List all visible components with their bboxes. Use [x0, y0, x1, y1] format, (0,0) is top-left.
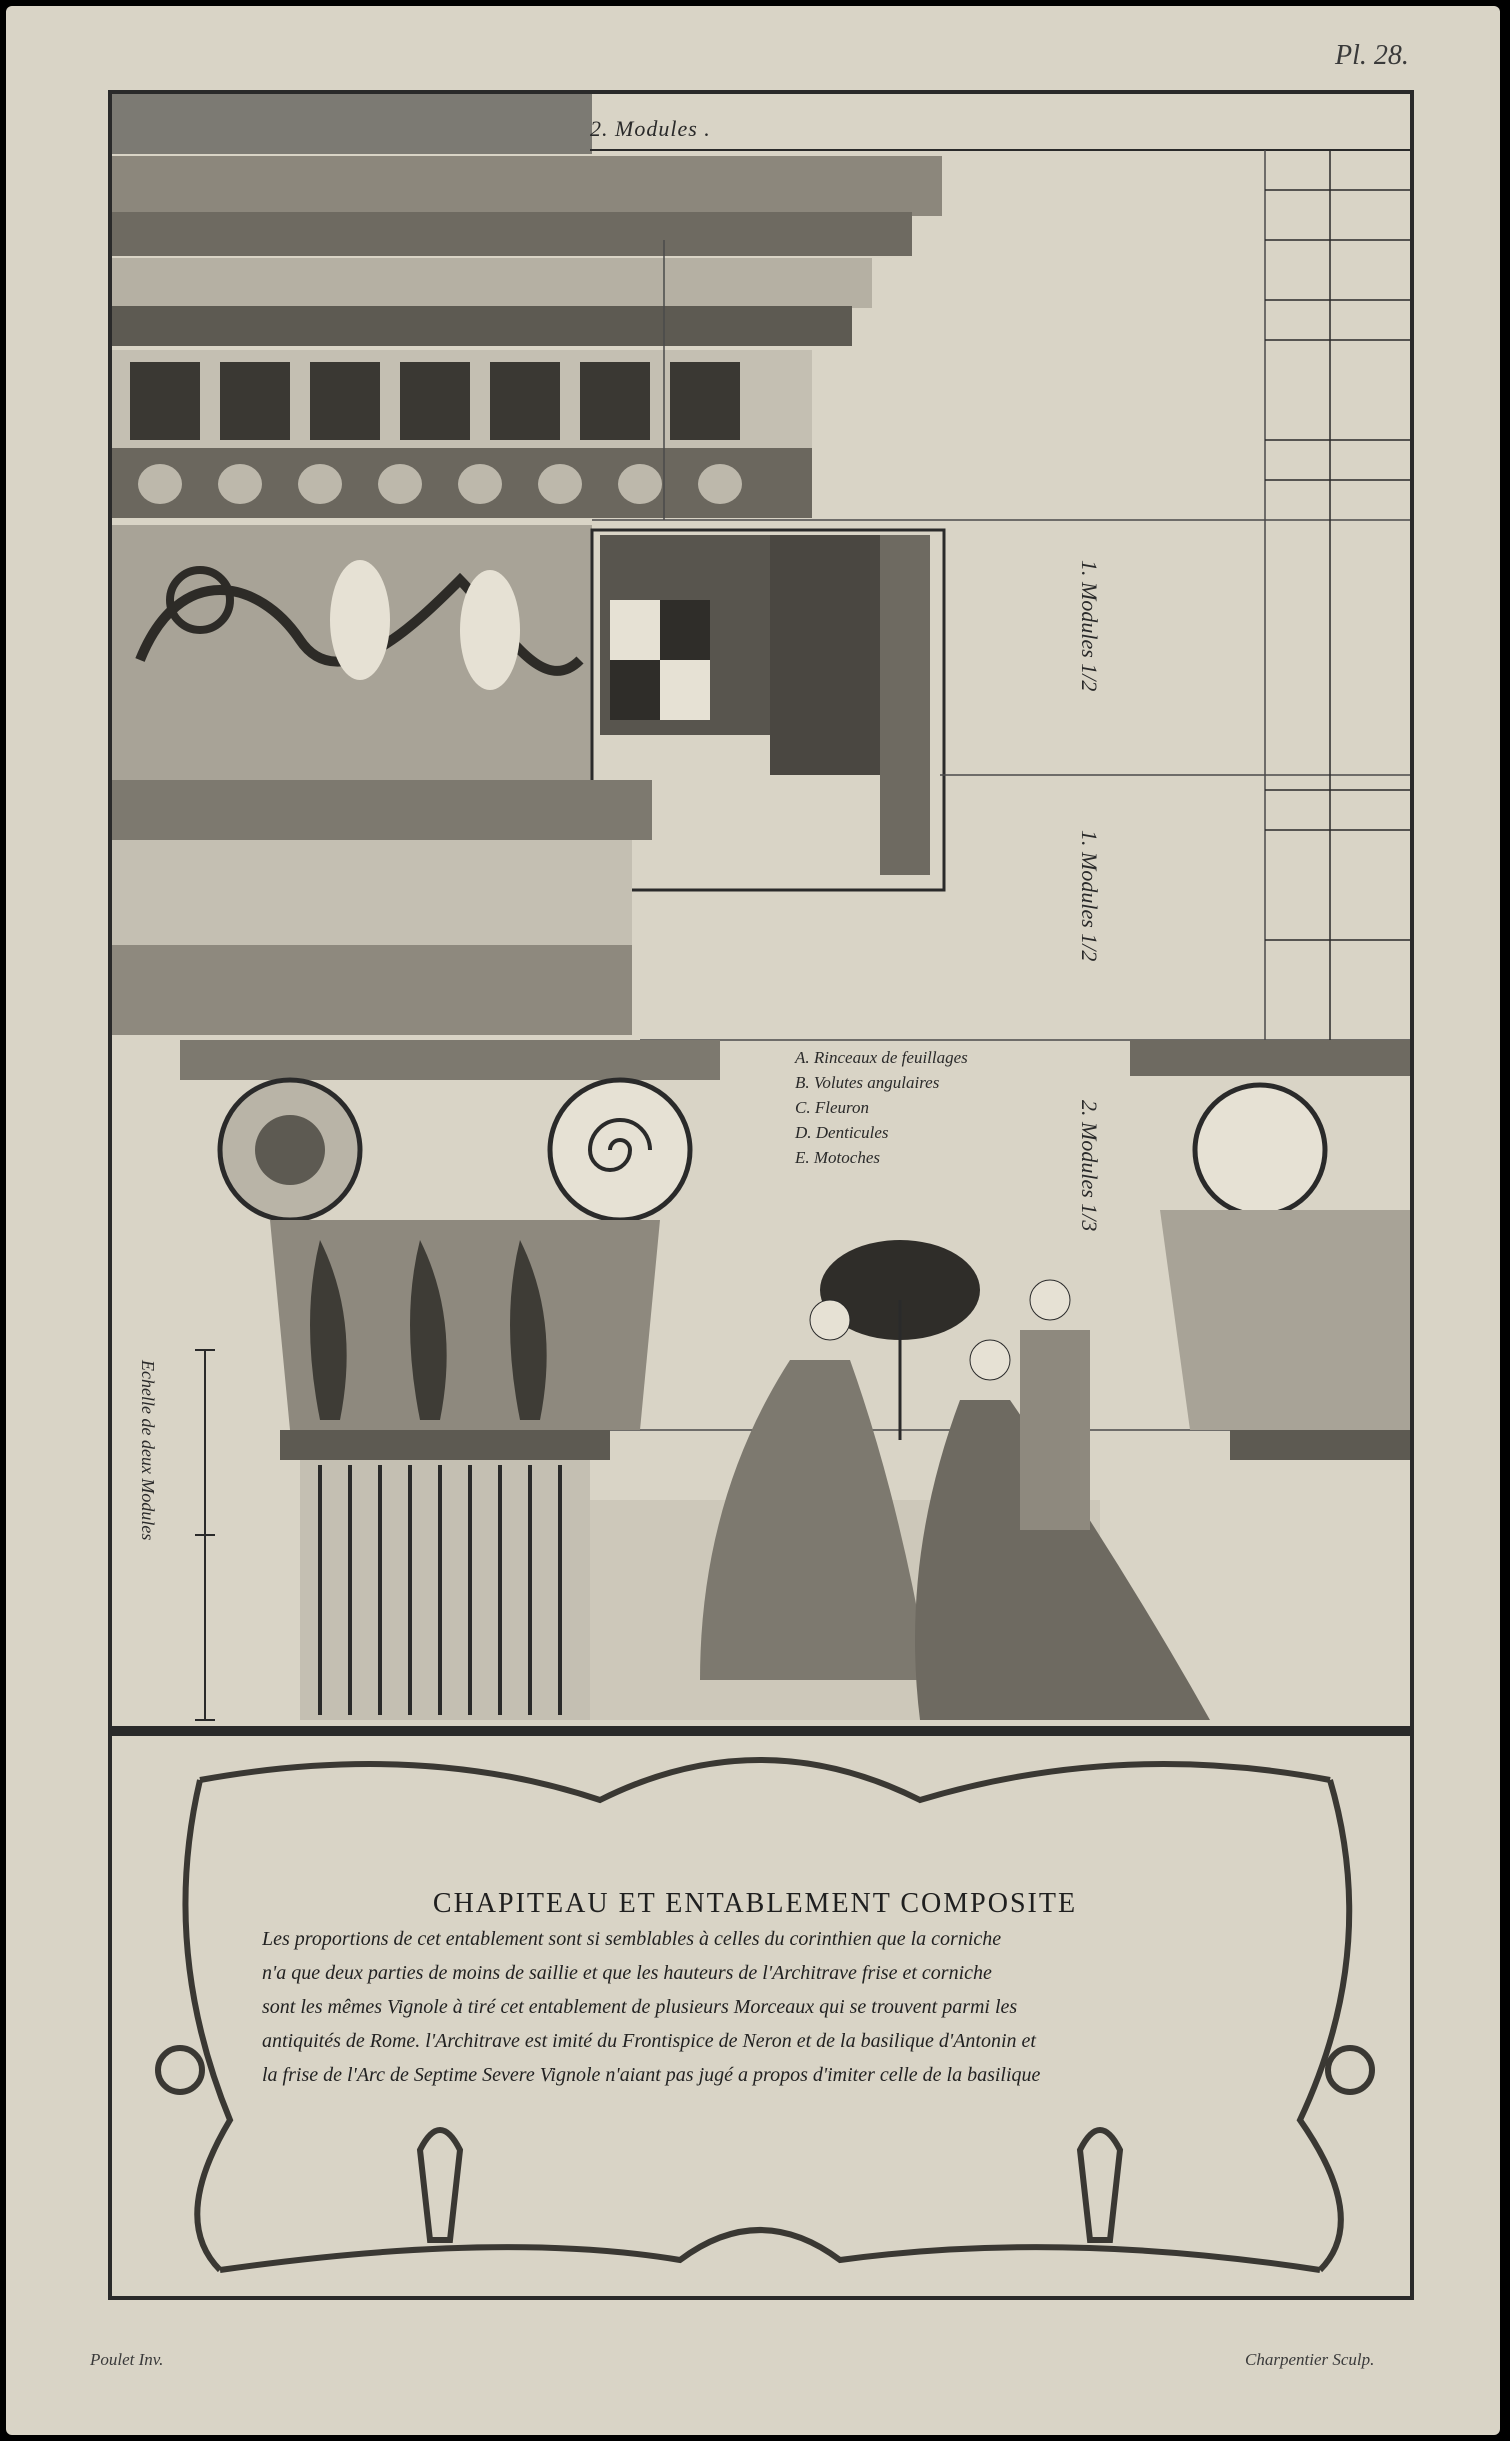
caption-line: sont les mêmes Vignole à tiré cet entabl… — [262, 1996, 1018, 2018]
echelle-label: Echelle de deux Modules — [138, 1360, 158, 1541]
figures-with-parasol-icon — [590, 1240, 1210, 1720]
soffit-icon — [590, 528, 946, 892]
legend-item: D. Denticules — [795, 1123, 889, 1142]
caption-title: CHAPITEAU ET ENTABLEMENT COMPOSITE — [432, 1888, 1078, 1919]
caption-line: la frise de l'Arc de Septime Severe Vign… — [262, 2064, 1041, 2086]
legend-item: E. Motoches — [795, 1148, 880, 1167]
caption-line: Les proportions de cet entablement sont … — [262, 1928, 1002, 1950]
modules-label-frieze: 1. Modules 1/2 — [1077, 560, 1102, 692]
legend-item: C. Fleuron — [795, 1098, 869, 1117]
credit-engraver: Charpentier Sculp. — [1245, 2350, 1375, 2369]
upper-frame — [108, 90, 1414, 1730]
frieze-icon — [112, 525, 592, 780]
scale-bar-icon — [195, 1349, 215, 1721]
profile-capital-icon — [1130, 1040, 1410, 1460]
architrave-icon — [112, 780, 652, 1035]
caption-text: Les proportions de cet entablement sont … — [262, 1922, 1322, 2092]
rocaille-cartouche-icon — [155, 1757, 1375, 2273]
caption-line: n'a que deux parties de moins de saillie… — [262, 1962, 992, 1984]
caption-line: antiquités de Rome. l'Architrave est imi… — [262, 2030, 1036, 2052]
caption-frame — [108, 1730, 1414, 2300]
plate-number: Pl. 28. — [1335, 40, 1409, 71]
top-modules-label: 2. Modules . — [590, 116, 711, 141]
credit-inventor: Poulet Inv. — [90, 2350, 164, 2369]
modules-label-architrave: 1. Modules 1/2 — [1077, 830, 1102, 962]
modules-label-capital: 2. Modules 1/3 — [1077, 1100, 1102, 1232]
cornice-icon — [112, 156, 942, 518]
capital-icon — [180, 1040, 720, 1720]
legend: A. Rinceaux de feuillages B. Volutes ang… — [795, 1045, 968, 1170]
legend-item: A. Rinceaux de feuillages — [795, 1048, 968, 1067]
legend-item: B. Volutes angulaires — [795, 1073, 940, 1092]
